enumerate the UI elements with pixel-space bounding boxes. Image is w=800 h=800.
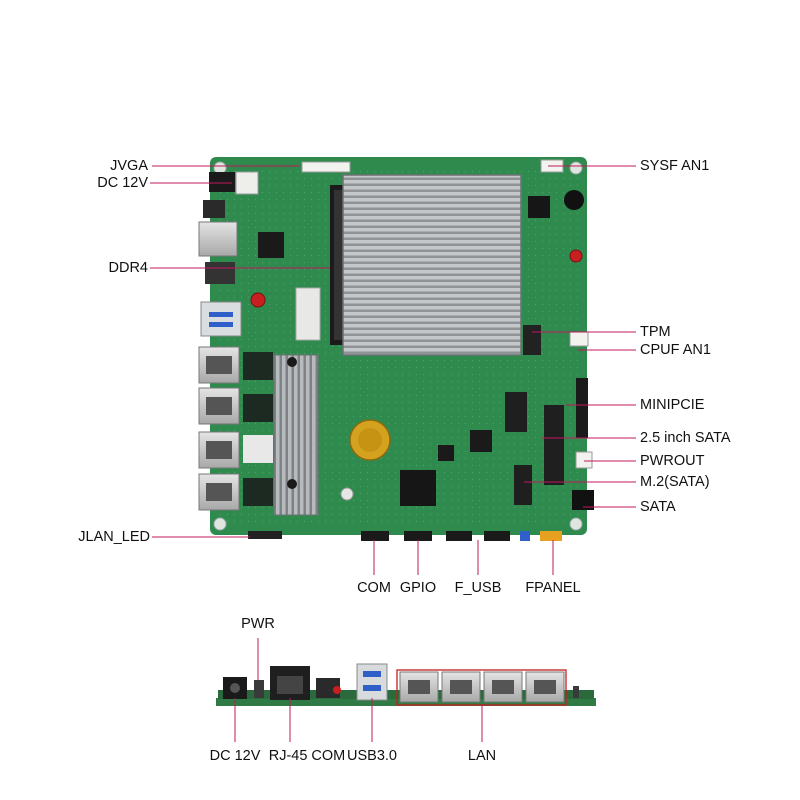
jlan-led-header (248, 531, 282, 539)
io-usb3 (356, 663, 388, 701)
pwrout-connector (575, 451, 593, 469)
fusb-header (446, 531, 472, 541)
label-f-usb: F_USB (454, 580, 502, 596)
vga-port (203, 200, 225, 218)
label-2-5-inch-sata: 2.5 inch SATA (640, 430, 731, 446)
mounting-hole (569, 161, 583, 175)
mounting-hole (213, 517, 227, 531)
minipcie-slot (505, 392, 527, 432)
sata-connector (572, 490, 594, 510)
usb3-port (200, 301, 242, 337)
gpio-header (404, 531, 432, 541)
jvga-header (301, 161, 351, 173)
sata-2-5-connector (544, 405, 564, 485)
label-ddr4: DDR4 (108, 260, 148, 276)
cpufan-header (569, 331, 589, 347)
rj45-com-port (198, 221, 238, 257)
label-dc-12v: DC 12V (97, 175, 148, 191)
tpm-header (523, 325, 541, 355)
fpanel-header (540, 531, 562, 541)
cpu-heatsink (342, 174, 522, 356)
label-fpanel: FPANEL (525, 580, 581, 596)
leader-lines (150, 165, 636, 575)
label-usb3: USB3.0 (347, 748, 397, 764)
label-io-dc-12v: DC 12V (209, 748, 261, 764)
label-pwr: PWR (241, 616, 275, 632)
label-jlan-led: JLAN_LED (78, 529, 150, 545)
mounting-hole (569, 517, 583, 531)
label-tpm: TPM (640, 324, 671, 340)
dc-jack (209, 172, 235, 192)
label-sysfan1: SYSF AN1 (640, 158, 710, 174)
io-leader-lines (234, 638, 483, 742)
label-jvga: JVGA (110, 158, 148, 174)
label-com: COM (357, 580, 391, 596)
io-pwr-button (254, 680, 264, 698)
label-sata: SATA (640, 499, 676, 515)
label-rj45-com: RJ-45 COM (268, 748, 346, 764)
label-lan: LAN (467, 748, 497, 764)
m2-slot (514, 465, 532, 505)
label-gpio: GPIO (399, 580, 437, 596)
label-pwrout: PWROUT (640, 453, 705, 469)
pch-heatsink (273, 354, 319, 516)
com-header (361, 531, 389, 541)
label-minipcie: MINIPCIE (640, 397, 705, 413)
label-cpufan1: CPUF AN1 (640, 342, 711, 358)
fusb-header (484, 531, 510, 541)
label-m2-sata: M.2(SATA) (640, 474, 710, 490)
